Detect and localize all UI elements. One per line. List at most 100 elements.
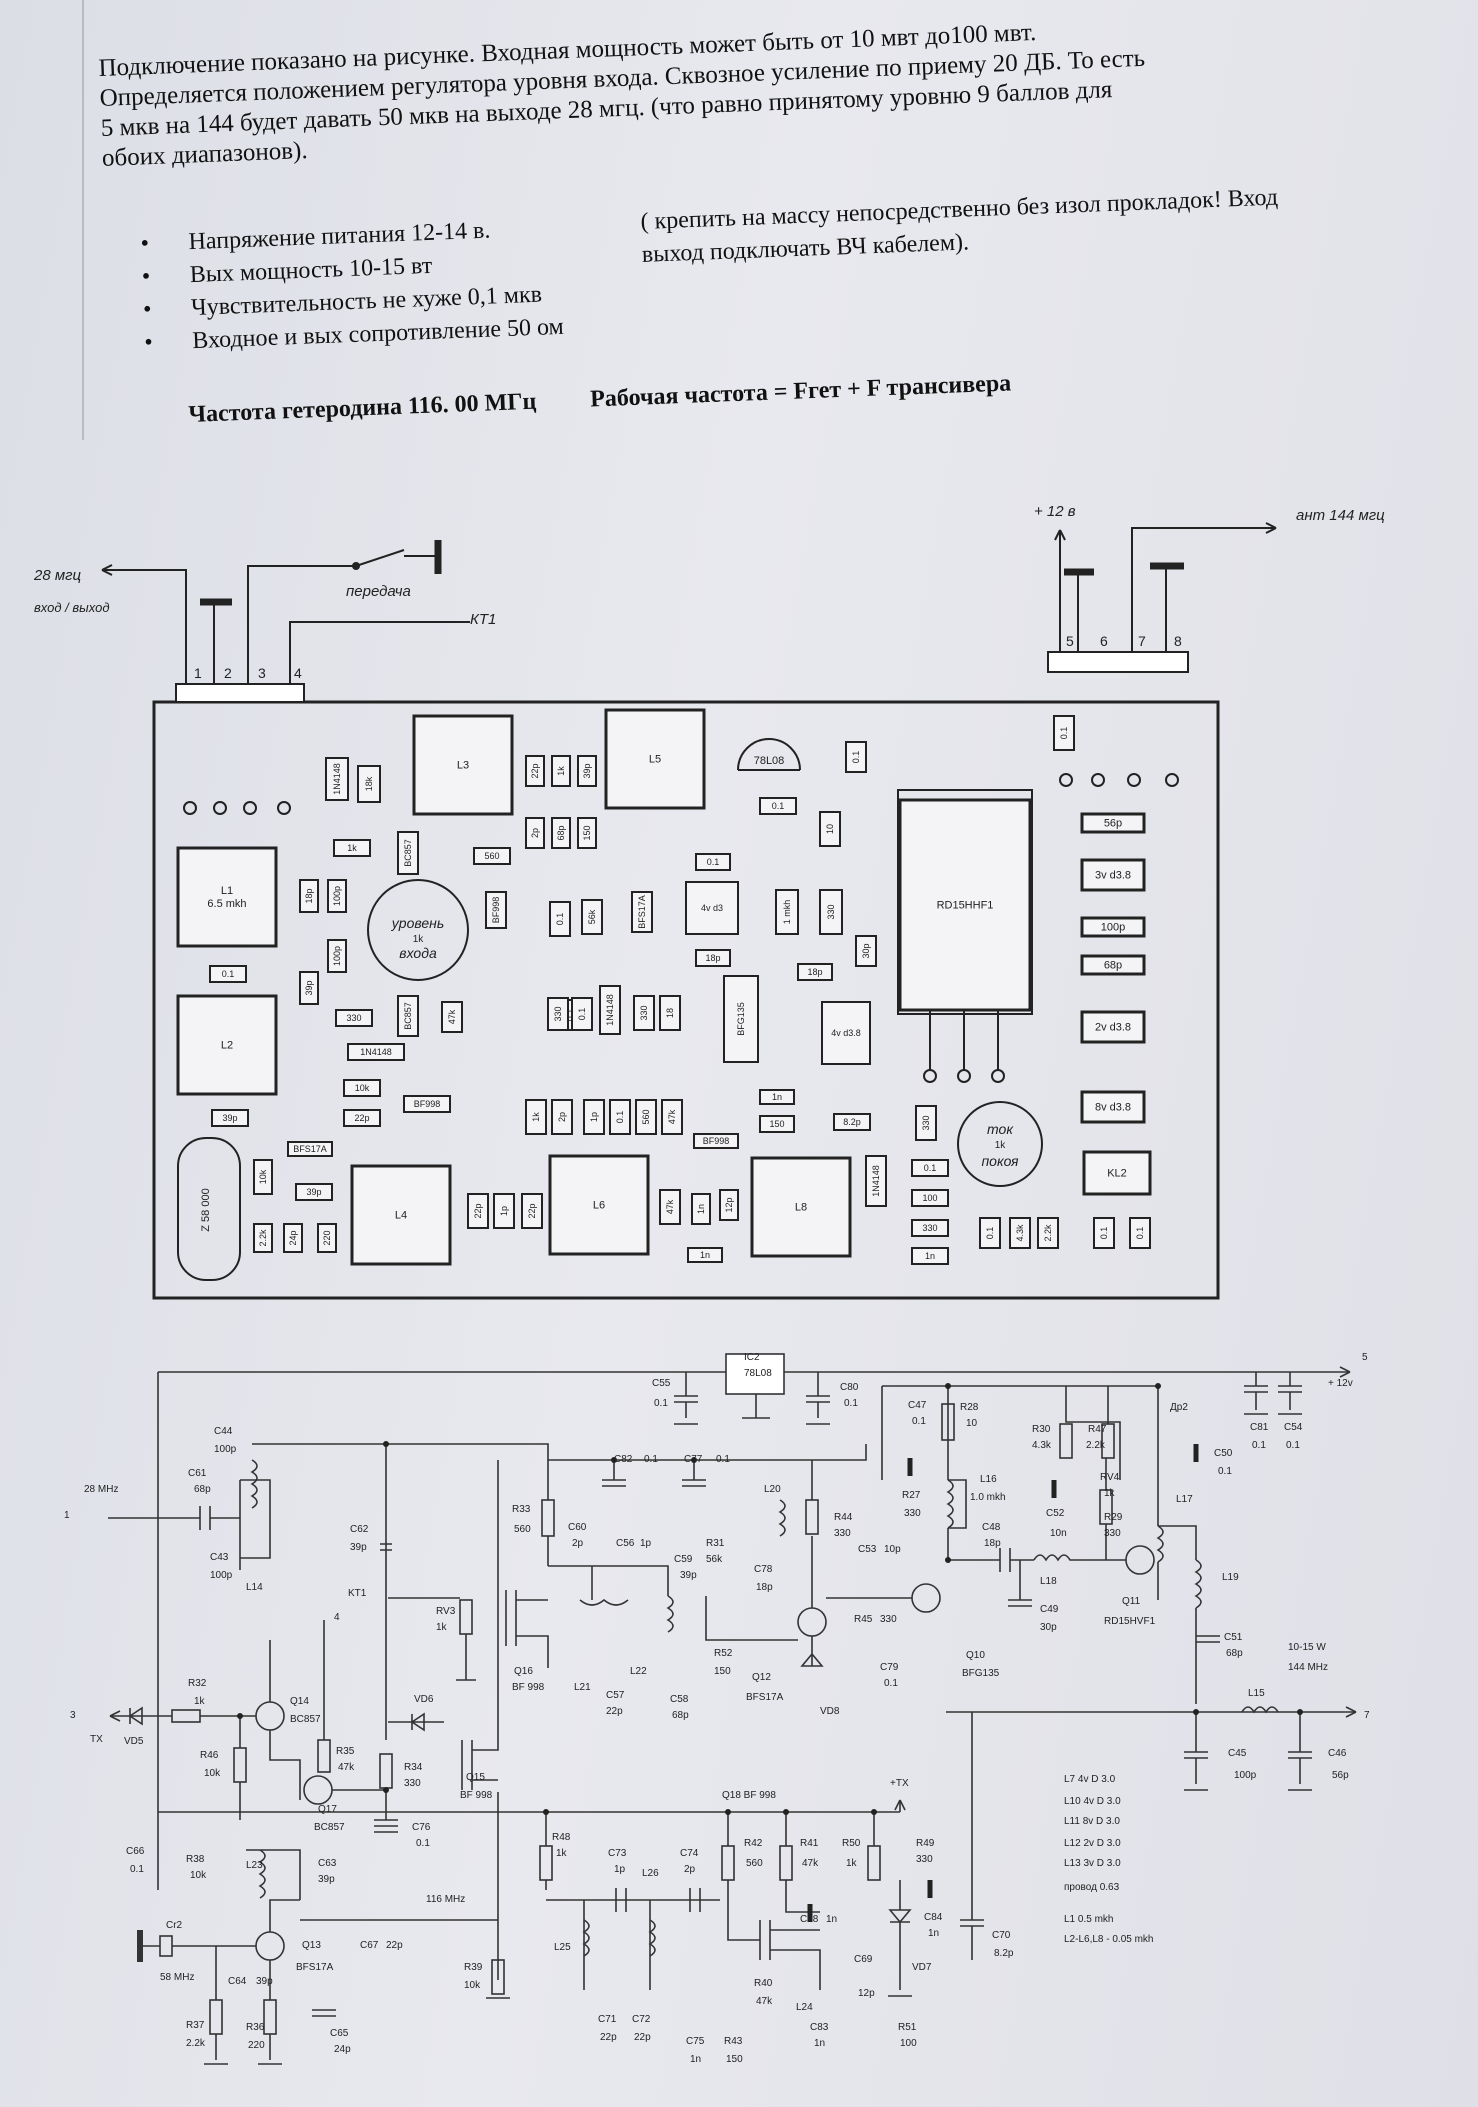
schematic-label: C50 bbox=[1214, 1448, 1233, 1459]
schematic-label: R34 bbox=[404, 1762, 423, 1773]
pcb-part-label: 56k bbox=[587, 909, 597, 924]
pcb-part-label: 1n bbox=[696, 1204, 706, 1214]
pcb-part-outline bbox=[911, 1219, 949, 1237]
schematic-label: 560 bbox=[746, 1858, 763, 1869]
pcb-part-outline bbox=[335, 1009, 373, 1027]
label-ant-144: ант 144 мгц bbox=[1296, 507, 1385, 524]
pcb-part-label: RD15HHF1 bbox=[937, 900, 994, 912]
pcb-part-label: 22p bbox=[527, 1203, 537, 1218]
pcb-part: 22p bbox=[343, 1109, 381, 1127]
pcb-part-outline bbox=[583, 1099, 605, 1135]
pcb-part: BF998 bbox=[693, 1133, 739, 1149]
schematic-label: 10n bbox=[1050, 1528, 1067, 1539]
pin-label: 3 bbox=[258, 665, 266, 681]
pcb-part-label: 0.1 bbox=[924, 1163, 937, 1173]
pcb-part-label: BC857 bbox=[403, 839, 413, 867]
schematic-label: 56k bbox=[706, 1554, 723, 1565]
pin-label: 1 bbox=[194, 665, 202, 681]
schematic-label: C53 bbox=[858, 1544, 877, 1555]
schematic-label: R39 bbox=[464, 1962, 483, 1973]
schematic-label: R48 bbox=[552, 1832, 571, 1843]
pcb-part-label: 220 bbox=[322, 1230, 332, 1245]
pcb-part-label: 330 bbox=[639, 1005, 649, 1020]
schematic-label: 2.2k bbox=[186, 2038, 206, 2049]
pcb-part: 150 bbox=[759, 1115, 795, 1133]
pcb-part-label: 12p bbox=[724, 1197, 734, 1212]
pcb-part-outline bbox=[577, 817, 597, 849]
pcb-part: 330 bbox=[819, 889, 843, 935]
pcb-part: L6 bbox=[548, 1154, 650, 1256]
schematic-label: 0.1 bbox=[654, 1398, 668, 1409]
pcb-part-outline bbox=[295, 1183, 333, 1201]
pcb-part: 39p bbox=[211, 1109, 249, 1127]
pcb-part: 0.1 bbox=[209, 965, 247, 983]
pcb-part: 330 bbox=[911, 1219, 949, 1237]
pcb-part-outline bbox=[327, 939, 347, 973]
pcb-part-label: 0.1 bbox=[851, 751, 861, 764]
schematic-label: Q12 bbox=[752, 1672, 771, 1683]
pcb-part: 100p bbox=[327, 879, 347, 913]
pcb-part-label: 0.1 bbox=[1059, 727, 1069, 740]
pcb-part-outline bbox=[1009, 1217, 1031, 1249]
schematic-label: L11 8v D 3.0 bbox=[1064, 1816, 1120, 1827]
schematic-label: 24p bbox=[334, 2044, 351, 2055]
pcb-part-outline bbox=[1037, 1217, 1059, 1249]
knob-level-label-2: входа bbox=[399, 945, 437, 961]
pcb-part: 1N4148 bbox=[865, 1155, 887, 1207]
schematic-label: 330 bbox=[404, 1778, 421, 1789]
schematic-label: C63 bbox=[318, 1858, 337, 1869]
pcb-part-label: 24p bbox=[288, 1230, 298, 1245]
schematic-label: R27 bbox=[902, 1490, 921, 1501]
schematic-label: BF 998 bbox=[512, 1682, 545, 1693]
schematic-label: 12p bbox=[858, 1988, 875, 1999]
pcb-part-label: 8.2p bbox=[843, 1117, 861, 1127]
pcb-part: 22p bbox=[521, 1193, 543, 1229]
schematic-label: 3 bbox=[70, 1710, 76, 1721]
pcb-part-outline bbox=[604, 708, 706, 810]
pcb-part: 3v d3.8 bbox=[1080, 858, 1146, 892]
pcb-part-outline bbox=[548, 1154, 650, 1256]
pcb-part-label: 1p bbox=[589, 1112, 599, 1122]
pcb-part-label: 10k bbox=[355, 1083, 370, 1093]
pcb-part: 1n bbox=[687, 1247, 723, 1263]
crystal-label: Z 58 000 bbox=[200, 1188, 212, 1231]
schematic-label: 0.1 bbox=[644, 1454, 658, 1465]
schematic-label: 0.1 bbox=[884, 1678, 898, 1689]
pcb-part-outline bbox=[915, 1105, 937, 1141]
pcb-part-label: L3 bbox=[457, 760, 469, 772]
pcb-part: 30p bbox=[855, 935, 877, 967]
pcb-part: BC857 bbox=[397, 995, 419, 1037]
schematic-label: C56 bbox=[616, 1538, 635, 1549]
schematic-label: 2p bbox=[684, 1864, 696, 1875]
schematic-label: 0.1 bbox=[716, 1454, 730, 1465]
pcb-part-label: 0.1 bbox=[577, 1008, 587, 1021]
pcb-part: 18p bbox=[797, 963, 833, 981]
pcb-part-label: 1k bbox=[347, 843, 357, 853]
schematic-label: L19 bbox=[1222, 1572, 1239, 1583]
pcb-part: 39p bbox=[299, 971, 319, 1005]
pin-label: 7 bbox=[1138, 633, 1146, 649]
pcb-part-label: 0.1 bbox=[707, 857, 720, 867]
schematic-label: Др2 bbox=[1170, 1402, 1188, 1413]
pcb-part-label: 0.1 bbox=[772, 801, 785, 811]
pcb-part-label: 1n bbox=[925, 1251, 935, 1261]
pcb-part-label: 100p bbox=[1101, 922, 1125, 934]
pcb-part-outline bbox=[347, 1043, 405, 1061]
pcb-part-outline bbox=[759, 1089, 795, 1105]
schematic-label: 0.1 bbox=[912, 1416, 926, 1427]
pcb-part: 0.1 bbox=[549, 901, 571, 937]
schematic-label: Q18 BF 998 bbox=[722, 1790, 776, 1801]
pcb-part-label: 4v d3 bbox=[701, 903, 723, 913]
pcb-part-outline bbox=[325, 757, 349, 801]
schematic-label: 560 bbox=[514, 1524, 531, 1535]
schematic-label: R41 bbox=[800, 1838, 819, 1849]
pcb-part-outline bbox=[1080, 812, 1146, 834]
schematic-label: 2p bbox=[572, 1538, 584, 1549]
schematic-label: C49 bbox=[1040, 1604, 1059, 1615]
schematic-label: C47 bbox=[908, 1400, 927, 1411]
pcb-part-outline bbox=[521, 1193, 543, 1229]
pcb-part-label: 330 bbox=[922, 1223, 937, 1233]
schematic-label: Q13 bbox=[302, 1940, 321, 1951]
pcb-part-label: 0.1 bbox=[1099, 1227, 1109, 1240]
